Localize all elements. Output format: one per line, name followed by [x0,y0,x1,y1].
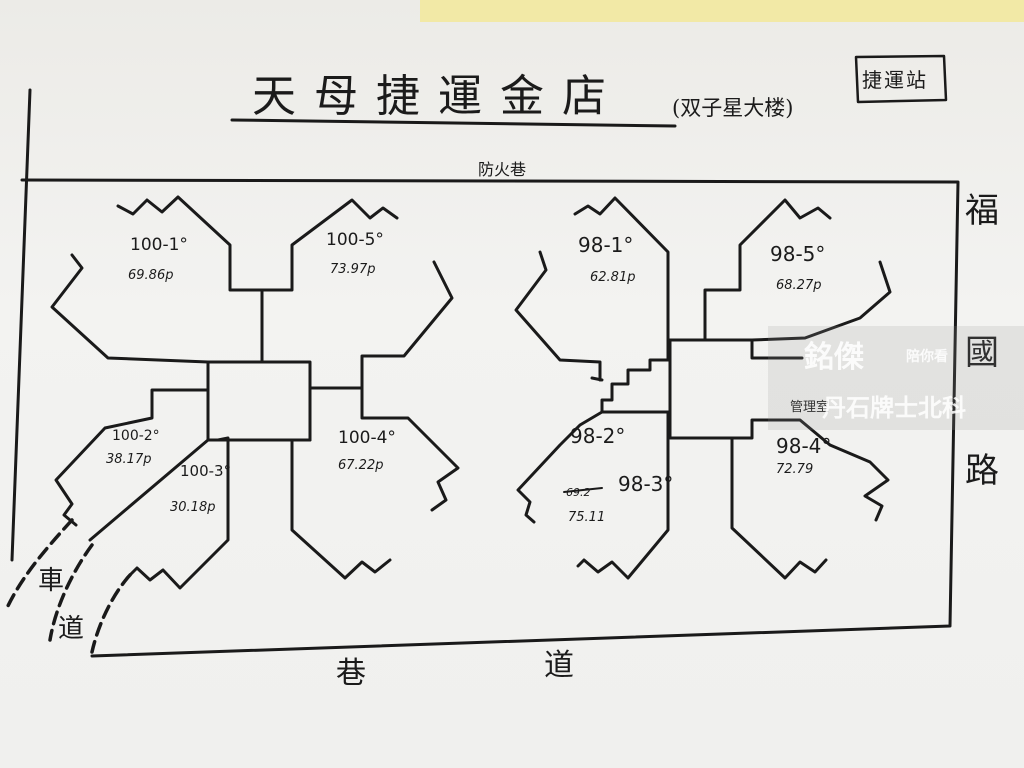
unit-area-100-3: 30.18p [170,500,216,515]
wing-100-3 [125,388,230,590]
driveway-curve-2 [48,543,94,642]
road-char-3: 路 [965,451,999,491]
road-char-2: 國 [965,333,999,373]
unit-label-98-3: 98-3° [618,472,674,496]
fire-lane-label: 防火巷 [478,160,527,179]
wing-100-5 [260,198,454,390]
unit-label-98-1: 98-1° [578,233,634,257]
wing-98-1 [514,196,670,382]
wing-98-5 [668,198,892,342]
lane-char-1: 巷 [336,656,366,691]
unit-label-100-3: 100-3° [180,462,232,480]
unit-area-98-3: 75.11 [568,510,606,525]
page-subtitle: (双子星大楼) [672,96,794,120]
watermark-logo-text: 銘傑 [804,340,864,375]
wing-98-4 [668,410,890,580]
unit-area-98-4: 72.79 [776,462,814,477]
watermark-tagline: 陪你看 [906,349,948,365]
unit-label-98-2: 98-2° [570,424,626,448]
driveway-char-1: 車 [38,566,65,596]
unit-area-100-2: 38.17p [106,452,152,467]
driveway-char-2: 道 [58,614,85,644]
unit-area-98-5: 68.27p [776,278,822,293]
management-room-label: 管理室 [790,400,830,415]
unit-area-100-5: 73.97p [330,262,376,277]
driveway-curve-1 [4,518,74,612]
wing-100-2 [54,360,210,527]
core-98 [600,358,670,414]
wing-100-1 [50,195,264,364]
wing-100-4 [290,386,460,580]
unit-label-98-4: 98-4° [776,434,832,458]
unit-area-100-1: 69.86p [128,268,174,283]
driveway-curve-3 [90,573,132,654]
unit-area-100-4: 67.22p [338,458,384,473]
paper-edge [420,0,1024,22]
unit-area-98-3-struck: 69.2 [566,486,591,499]
unit-label-100-1: 100-1° [130,235,188,255]
road-char-1: 福 [965,191,999,231]
station-label: 捷運站 [862,68,928,92]
strike-line [563,487,603,493]
unit-area-98-1: 62.81p [590,270,636,285]
site-left-edge [10,88,32,562]
watermark-subtext: 丹石牌士北科 [822,394,966,422]
wing-98-2 [516,410,604,524]
station-box [854,54,948,104]
unit-label-100-5: 100-5° [326,230,384,250]
title-underline [230,118,677,128]
wing-98-3 [576,410,670,580]
page-title: 天母捷運金店 [252,71,624,122]
site-boundary [20,178,960,658]
unit-label-100-2: 100-2° [112,428,160,444]
unit-label-98-5: 98-5° [770,242,826,266]
watermark: 銘傑 陪你看 丹石牌士北科 [768,326,1024,430]
unit-label-100-4: 100-4° [338,428,396,448]
core-100 [206,360,312,442]
lane-char-2: 道 [544,648,574,683]
